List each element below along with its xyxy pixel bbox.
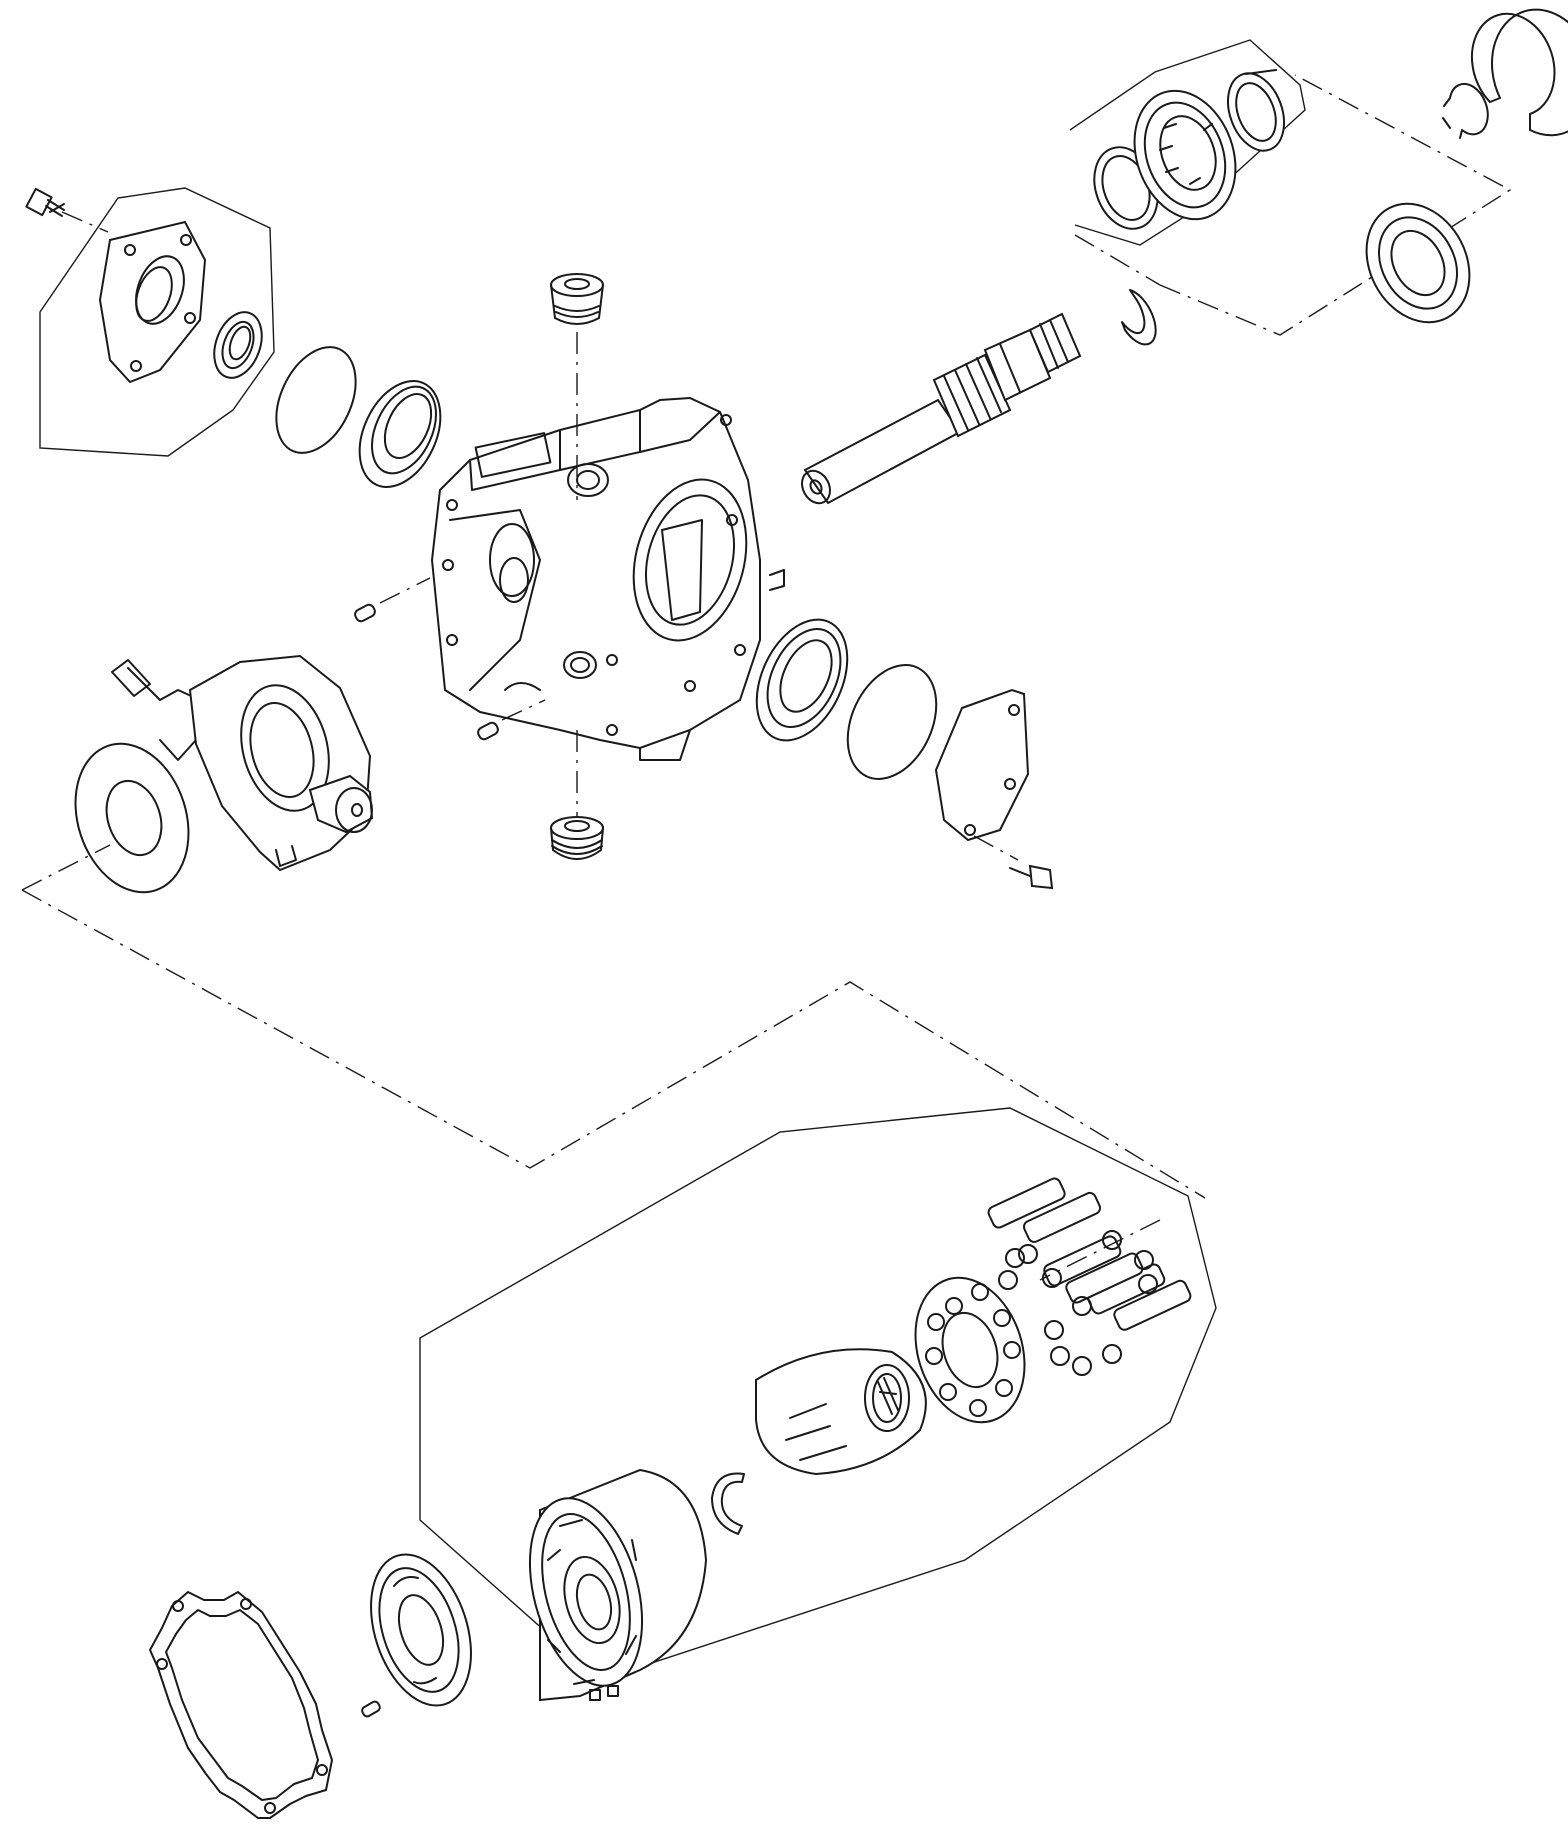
retainer-plate — [914, 1276, 1026, 1424]
group-outline-rotating-group — [419, 1107, 1217, 1681]
cover-bolt — [25, 187, 65, 217]
group-outline-shaft-seal — [1069, 39, 1306, 246]
tapered-bearing-left — [358, 380, 442, 488]
roller-bearing — [1133, 89, 1237, 221]
plug-bottom — [550, 816, 604, 860]
plug-top — [550, 273, 604, 325]
o-ring-left — [275, 346, 357, 454]
snap-ring-small — [1442, 82, 1489, 139]
thrust-washer — [74, 742, 190, 894]
valve-plate — [370, 1553, 472, 1707]
cover-bolt-small — [1009, 864, 1054, 890]
cylinder-block — [528, 1468, 708, 1702]
swashplate-assembly — [111, 654, 374, 872]
gasket — [149, 1591, 333, 1819]
dowel-pin-lower — [477, 699, 546, 741]
dowel-pin-upper — [354, 577, 431, 623]
o-ring-mid — [846, 664, 938, 780]
dowel-pin-bottom — [361, 1700, 381, 1718]
retaining-ring-shaft — [1121, 289, 1157, 346]
snap-ring-large — [1471, 8, 1568, 137]
seal-ring-right — [1226, 69, 1286, 152]
shaft-seal — [213, 311, 263, 379]
shaft-bearing-group — [1069, 8, 1568, 336]
pump-housing — [430, 396, 785, 761]
rotating-group — [370, 1107, 1217, 1707]
front-cover-group — [25, 187, 275, 457]
ball-bearing-right — [1365, 202, 1471, 324]
group-outline-front-cover — [39, 187, 275, 457]
half-ring — [711, 1472, 745, 1535]
drive-shaft — [801, 312, 1082, 505]
front-cover-plate — [98, 220, 207, 384]
rear-cover-small — [934, 688, 1030, 842]
piston-set — [987, 1177, 1192, 1376]
ball-bearing-mid — [755, 618, 849, 742]
spherical-bushing — [755, 1348, 927, 1476]
